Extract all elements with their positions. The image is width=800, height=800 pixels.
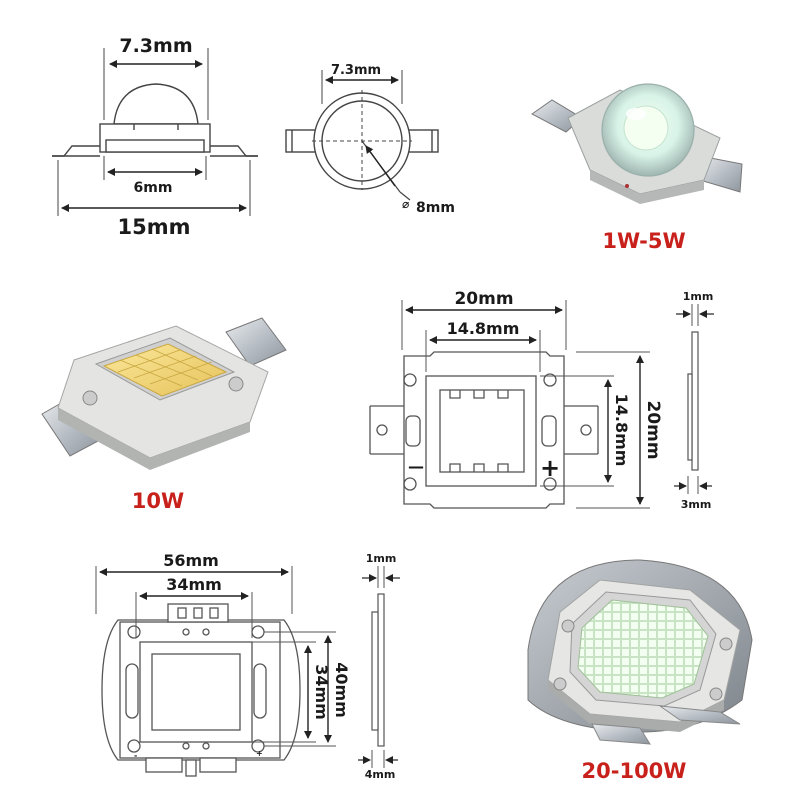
led-10w-plus-sign: +	[540, 454, 560, 482]
led-10w-minus-sign: —	[408, 457, 424, 476]
diameter-symbol: ⌀	[402, 197, 409, 211]
led-10w-inner-width: 14.8mm	[447, 319, 520, 338]
small-led-total-width: 15mm	[118, 215, 191, 239]
led-10w-profile	[687, 304, 699, 494]
small-led-diameter: 8mm	[416, 200, 455, 216]
led-100w-power-label: 20-100W	[582, 759, 687, 783]
led-10w-power-label: 10W	[132, 489, 184, 513]
led-100w-thickness-bottom: 4mm	[365, 768, 396, 781]
small-led-power-label: 1W-5W	[602, 229, 685, 253]
led-10w-thickness-top: 1mm	[683, 290, 714, 303]
led-100w-thickness-top: 1mm	[366, 552, 397, 565]
led-100w-photo	[527, 559, 753, 745]
small-led-inner-width: 6mm	[134, 180, 173, 196]
led-10w-photo	[41, 317, 287, 470]
led-10w-width: 20mm	[454, 289, 513, 309]
led-100w-profile	[371, 566, 385, 768]
led-100w-plus-sign: +	[256, 749, 263, 758]
led-10w-thickness-bottom: 3mm	[681, 498, 712, 511]
led-10w-drawing	[369, 300, 650, 509]
led-100w-drawing	[95, 566, 336, 777]
small-led-side-view	[52, 48, 258, 216]
small-led-photo	[531, 83, 743, 204]
small-led-top-view	[285, 70, 439, 201]
led-100w-height: 40mm	[332, 662, 351, 718]
led-100w-width: 56mm	[163, 551, 219, 570]
small-led-top-view-width: 7.3mm	[331, 63, 381, 78]
led-100w-inner-width: 34mm	[166, 575, 222, 594]
small-led-top-width: 7.3mm	[119, 35, 192, 57]
led-100w-minus-sign: -	[134, 751, 137, 760]
led-10w-inner-height: 14.8mm	[612, 394, 631, 467]
led-10w-height: 20mm	[643, 400, 663, 459]
